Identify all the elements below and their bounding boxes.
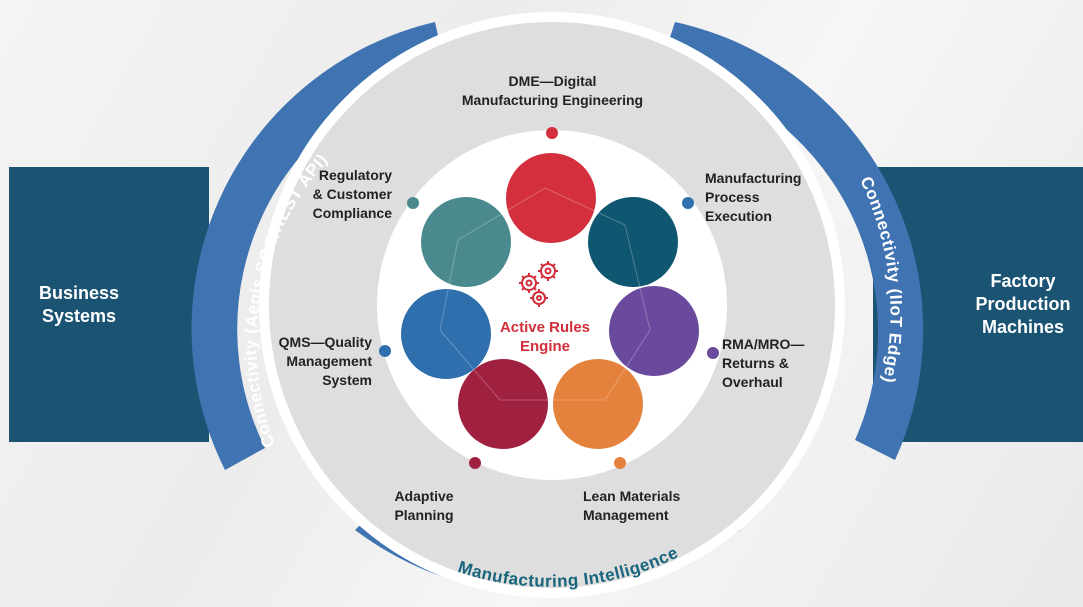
module-circle-qms (401, 289, 491, 379)
business-systems-box: Business Systems (9, 167, 209, 442)
label-qms: QMS—Quality Management System (278, 334, 372, 388)
module-circle-mpe (588, 197, 678, 287)
module-circle-dme (506, 153, 596, 243)
label-dme: DME—Digital Manufacturing Engineering (461, 73, 644, 108)
factory-production-machines-label: Factory Production Machines (975, 271, 1071, 337)
factory-production-machines-box: Factory Production Machines (873, 167, 1083, 442)
label-rma: RMA/MRO— Returns & Overhaul (722, 336, 805, 390)
module-circle-rma (609, 286, 699, 376)
active-rules-engine-label: Active Rules Engine (499, 319, 591, 355)
heptagon-outline (439, 187, 651, 401)
module-circle-lean (553, 359, 643, 449)
module-circle-adaptive (458, 359, 548, 449)
gears-icon (519, 261, 558, 307)
dot-dme (546, 127, 558, 139)
dot-qms (379, 345, 391, 357)
module-circle-regulatory (421, 197, 511, 287)
label-regulatory: Regulatory & Customer Compliance (312, 167, 392, 221)
business-systems-label: Business Systems (38, 282, 120, 326)
label-mpe: Manufacturing Process Execution (705, 170, 802, 224)
label-lean: Lean Materials Management (583, 488, 681, 523)
dot-adaptive (469, 457, 481, 469)
dot-rma (707, 347, 719, 359)
dot-regulatory (407, 197, 419, 209)
label-adaptive: Adaptive Planning (394, 488, 454, 523)
dot-mpe (682, 197, 694, 209)
dot-lean (614, 457, 626, 469)
